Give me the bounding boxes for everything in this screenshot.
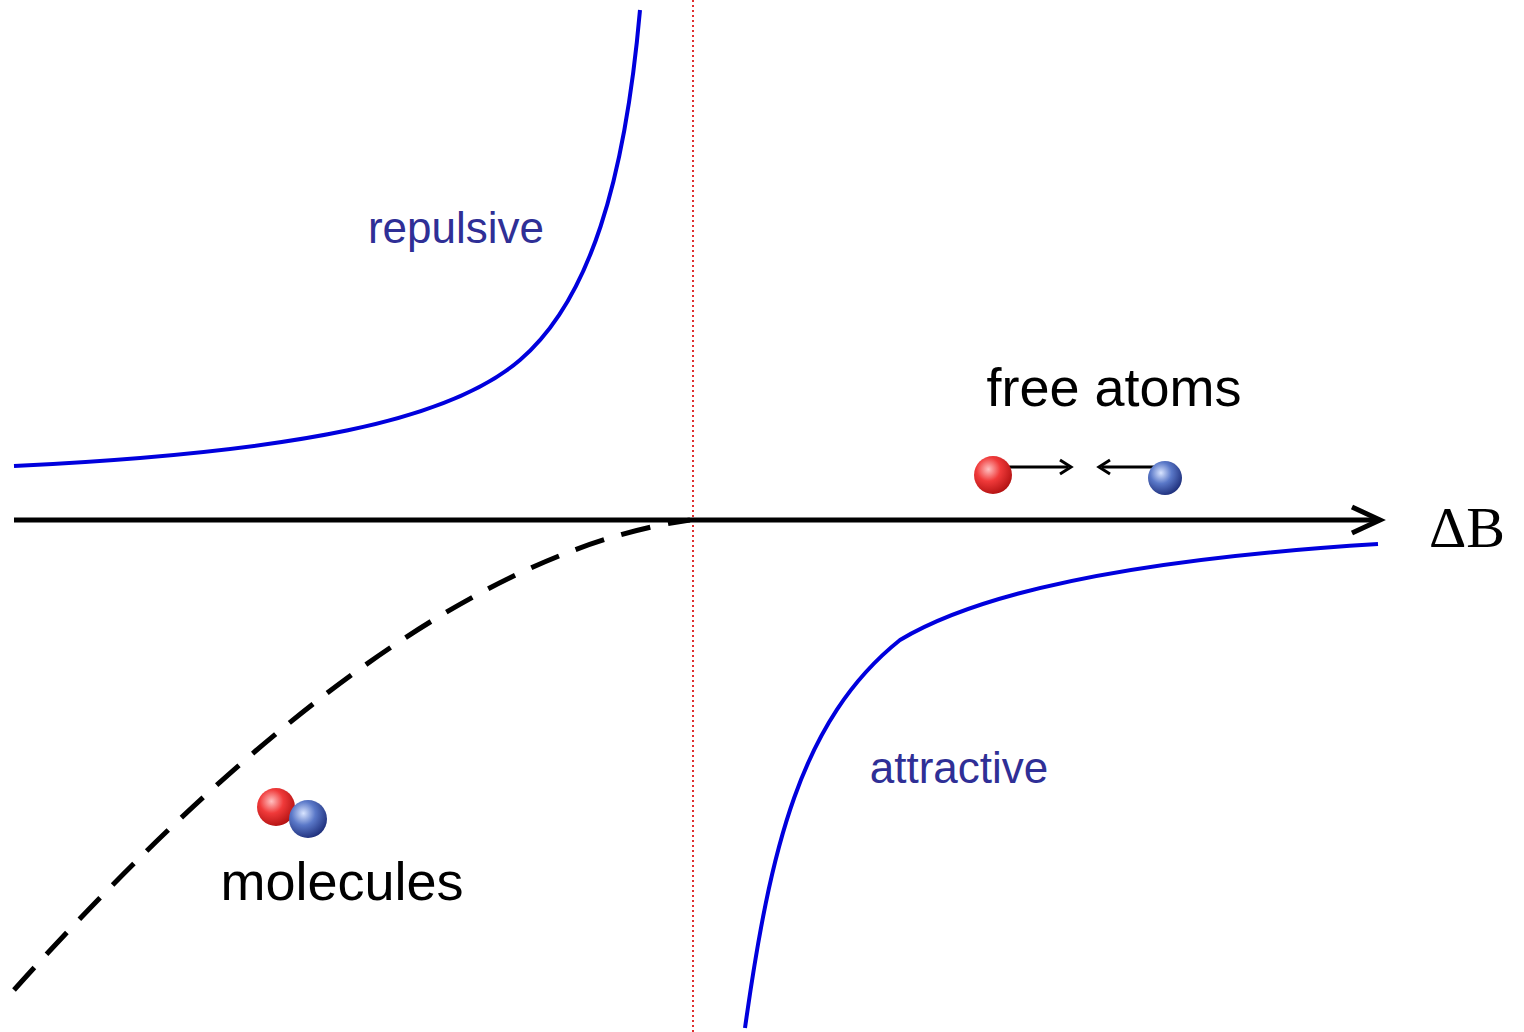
field-axis	[14, 518, 1376, 523]
motion-arrow	[1008, 466, 1068, 469]
atom-blue	[1148, 461, 1182, 495]
repulsive-curve	[14, 10, 640, 466]
axis-arrowhead	[1352, 507, 1380, 533]
curve-label: repulsive	[368, 204, 544, 252]
resonance-line	[692, 0, 694, 1032]
motion-arrowhead	[1060, 460, 1071, 474]
motion-arrowhead	[1099, 460, 1110, 474]
state-label: molecules	[220, 852, 463, 911]
curve-label: attractive	[870, 744, 1049, 792]
state-label: free atoms	[986, 358, 1241, 417]
axis-label: ΔB	[1429, 496, 1505, 560]
atom-red	[974, 456, 1012, 494]
molecule-branch	[14, 520, 690, 990]
molecule-atom-blue	[289, 800, 327, 838]
attractive-curve	[745, 544, 1378, 1028]
